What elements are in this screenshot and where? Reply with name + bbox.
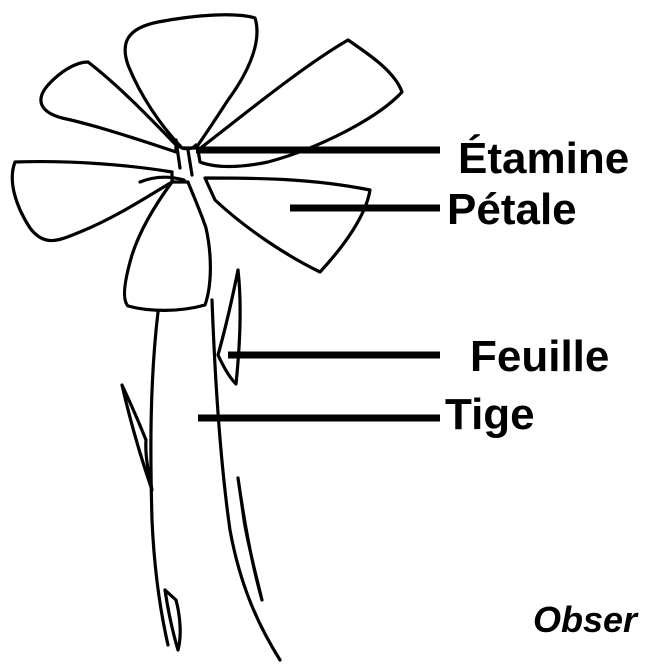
label-tige: Tige — [445, 393, 535, 437]
caption-text: Obser — [533, 602, 637, 638]
petal-left — [12, 162, 172, 241]
label-feuille: Feuille — [470, 335, 609, 379]
petal-right — [205, 178, 370, 272]
petal-upper-left — [41, 62, 176, 152]
leaf-upper-right — [218, 270, 240, 384]
leaf-left — [122, 385, 152, 490]
flower-center — [140, 140, 196, 182]
label-petale: Pétale — [447, 188, 577, 232]
label-etamine: Étamine — [458, 137, 629, 181]
petal-top — [125, 15, 257, 148]
